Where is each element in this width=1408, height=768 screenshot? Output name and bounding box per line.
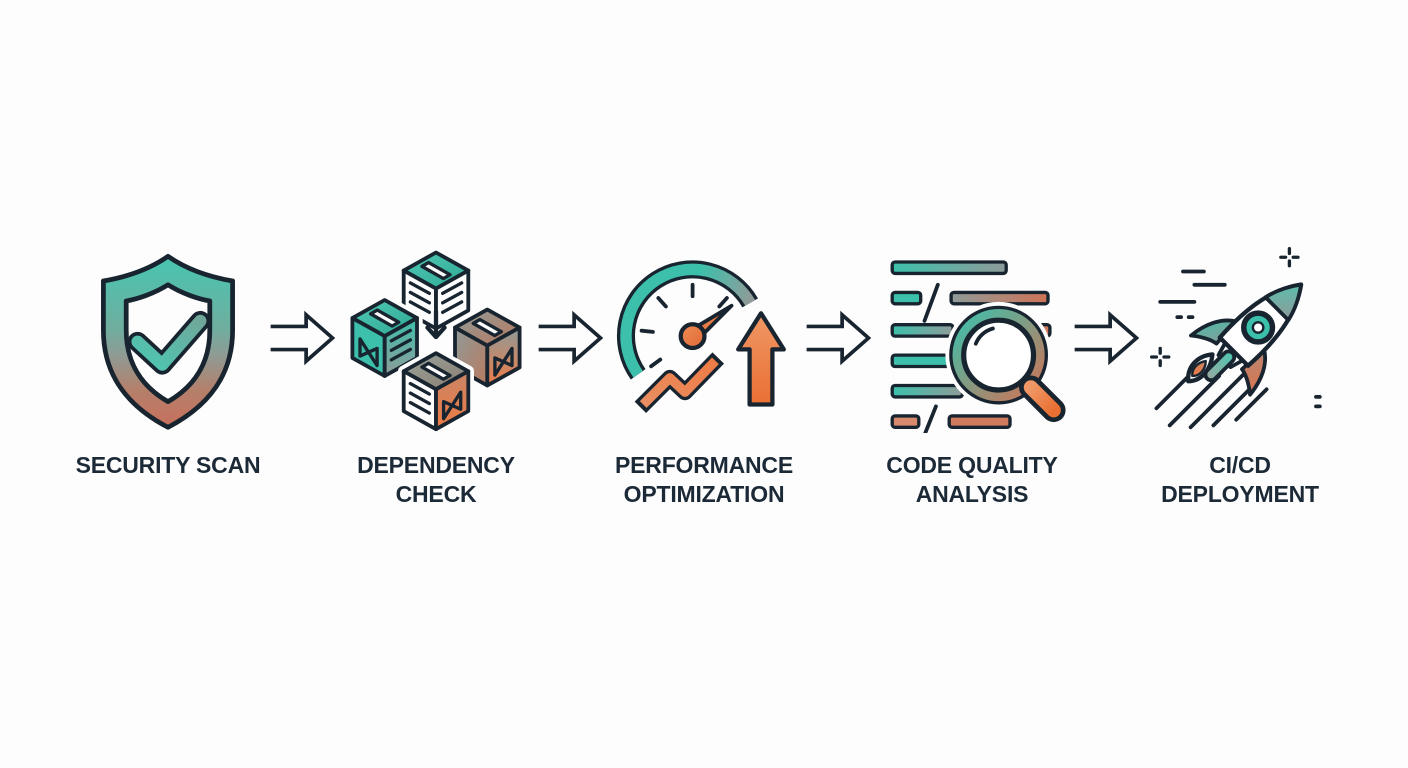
step-code-quality-analysis: CODE QUALITY ANALYSIS bbox=[872, 243, 1072, 510]
step-label: SECURITY SCAN bbox=[75, 452, 261, 478]
speedometer-growth-icon bbox=[609, 243, 799, 433]
flow-row: SECURITY SCAN bbox=[68, 243, 1340, 510]
rocket-launch-icon bbox=[1145, 243, 1335, 433]
step-security-scan: SECURITY SCAN bbox=[68, 243, 268, 480]
step-label: PERFORMANCE OPTIMIZATION bbox=[615, 452, 793, 508]
flow-arrow-icon bbox=[268, 243, 336, 433]
shield-check-icon bbox=[73, 243, 263, 433]
code-magnifier-icon bbox=[877, 243, 1067, 433]
step-performance-optimization: PERFORMANCE OPTIMIZATION bbox=[604, 243, 804, 510]
step-cicd-deployment: CI/CD DEPLOYMENT bbox=[1140, 243, 1340, 510]
step-label: CODE QUALITY ANALYSIS bbox=[886, 452, 1058, 508]
flow-arrow-icon bbox=[804, 243, 872, 433]
step-label: DEPENDENCY CHECK bbox=[357, 452, 515, 508]
step-dependency-check: DEPENDENCY CHECK bbox=[336, 243, 536, 510]
flow-arrow-icon bbox=[536, 243, 604, 433]
dependency-cubes-icon bbox=[341, 243, 531, 433]
step-label: CI/CD DEPLOYMENT bbox=[1161, 452, 1319, 508]
flow-arrow-icon bbox=[1072, 243, 1140, 433]
